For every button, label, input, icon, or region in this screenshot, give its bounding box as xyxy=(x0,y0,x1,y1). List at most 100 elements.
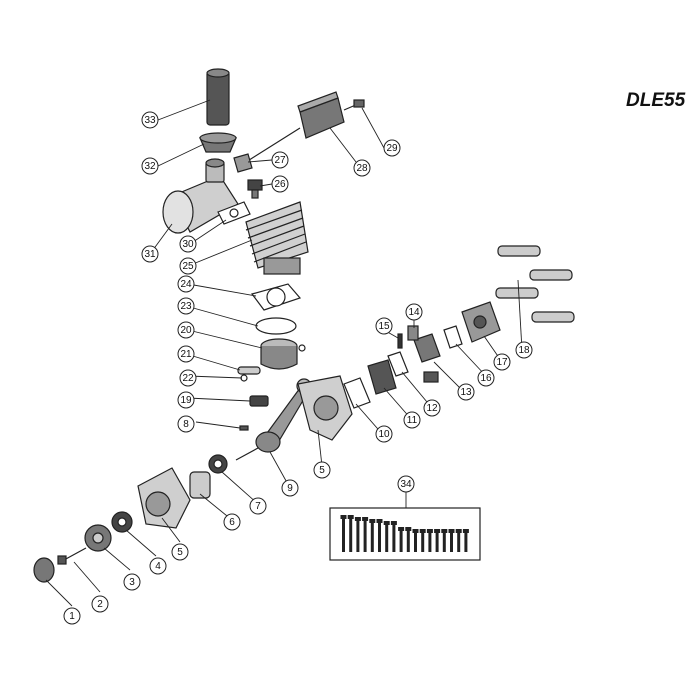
screw-head xyxy=(434,529,441,533)
callout-22: 22 xyxy=(179,369,197,387)
part-14-gasket xyxy=(407,325,419,341)
callout-label: 22 xyxy=(182,373,194,384)
callout-20: 20 xyxy=(177,321,195,339)
callout-label: 1 xyxy=(69,611,75,622)
part-22-circlips xyxy=(240,344,306,382)
screw-head xyxy=(369,519,376,523)
callout-14: 14 xyxy=(405,303,423,321)
screw xyxy=(349,518,353,552)
callout-circle xyxy=(271,151,289,169)
callout-circle xyxy=(177,345,195,363)
screw xyxy=(406,530,410,552)
callout-label: 17 xyxy=(496,357,508,368)
callout-circle xyxy=(375,425,393,443)
part-34-screw-kit xyxy=(329,507,481,561)
part-5-rear-crankcase xyxy=(297,375,353,441)
callout-29: 29 xyxy=(383,139,401,157)
callout-5: 5 xyxy=(313,461,331,479)
callout-circle xyxy=(141,157,159,175)
callout-label: 24 xyxy=(180,279,192,290)
part-31-muffler xyxy=(162,158,239,234)
callout-circle xyxy=(313,461,331,479)
callout-circle xyxy=(423,399,441,417)
part-2-prop-bolt xyxy=(57,547,87,565)
callout-circle xyxy=(477,369,495,387)
part-29-connector xyxy=(353,99,365,108)
callout-circle xyxy=(515,341,533,359)
callout-circle xyxy=(63,607,81,625)
screw xyxy=(392,524,396,552)
callout-label: 19 xyxy=(180,395,192,406)
screw-head xyxy=(376,519,383,523)
callout-label: 27 xyxy=(274,155,286,166)
part-13-carb-insulator xyxy=(413,333,441,383)
callout-28: 28 xyxy=(353,159,371,177)
screw-head xyxy=(419,529,426,533)
callout-label: 28 xyxy=(356,163,368,174)
part-11-reed-block xyxy=(367,359,397,395)
callout-circle xyxy=(281,479,299,497)
callout-4: 4 xyxy=(149,557,167,575)
callout-12: 12 xyxy=(423,399,441,417)
callout-label: 16 xyxy=(480,373,492,384)
part-30-exhaust-gasket xyxy=(217,201,251,225)
callout-17: 17 xyxy=(493,353,511,371)
part-23-piston-ring xyxy=(255,317,297,335)
callout-3: 3 xyxy=(123,573,141,591)
part-20-piston xyxy=(260,338,298,370)
callout-circle xyxy=(141,111,159,129)
part-7-bearing xyxy=(208,454,228,474)
callout-label: 2 xyxy=(97,599,103,610)
callout-34: 34 xyxy=(397,475,415,493)
screw-head xyxy=(398,527,405,531)
part-3-drive-washer xyxy=(84,524,112,552)
callout-circle xyxy=(141,245,159,263)
part-10-reed-gasket xyxy=(343,377,371,409)
part-26-spark-plug xyxy=(247,179,263,199)
callout-31: 31 xyxy=(141,245,159,263)
callout-circle xyxy=(177,297,195,315)
callout-circle xyxy=(271,175,289,193)
callout-circle xyxy=(177,275,195,293)
screw xyxy=(450,532,453,552)
callout-circle xyxy=(149,557,167,575)
callout-circle xyxy=(179,257,197,275)
part-28-ignition-module xyxy=(245,91,359,163)
part-12-carb-gasket xyxy=(387,351,409,377)
leader-lines xyxy=(45,99,523,607)
callout-15: 15 xyxy=(375,317,393,335)
callout-label: 3 xyxy=(129,577,135,588)
callout-13: 13 xyxy=(457,383,475,401)
screw xyxy=(378,522,381,552)
callout-label: 33 xyxy=(144,115,156,126)
part-27-plug-cap xyxy=(233,153,253,173)
callout-circle xyxy=(493,353,511,371)
part-32-pipe-flange xyxy=(199,132,237,153)
callout-label: 6 xyxy=(229,517,235,528)
callout-circle xyxy=(353,159,371,177)
screw xyxy=(363,520,367,552)
screw xyxy=(428,532,432,552)
callout-1: 1 xyxy=(63,607,81,625)
part-18-standoffs xyxy=(495,245,575,323)
callout-25: 25 xyxy=(179,257,197,275)
callout-32: 32 xyxy=(141,157,159,175)
callout-24: 24 xyxy=(177,275,195,293)
part-15-screws xyxy=(397,333,403,349)
callout-label: 5 xyxy=(177,547,183,558)
screw xyxy=(399,530,403,552)
callout-label: 18 xyxy=(518,345,530,356)
part-4-bearing xyxy=(111,511,133,533)
screw xyxy=(435,532,439,552)
callout-19: 19 xyxy=(177,391,195,409)
screw-head xyxy=(390,521,397,525)
callout-6: 6 xyxy=(223,513,241,531)
screw xyxy=(342,518,345,552)
callout-21: 21 xyxy=(177,345,195,363)
screw xyxy=(421,532,425,552)
callout-label: 8 xyxy=(183,419,189,430)
screw-head xyxy=(383,521,390,525)
screw xyxy=(370,522,374,552)
callout-label: 7 xyxy=(255,501,261,512)
screw-head xyxy=(441,529,448,533)
